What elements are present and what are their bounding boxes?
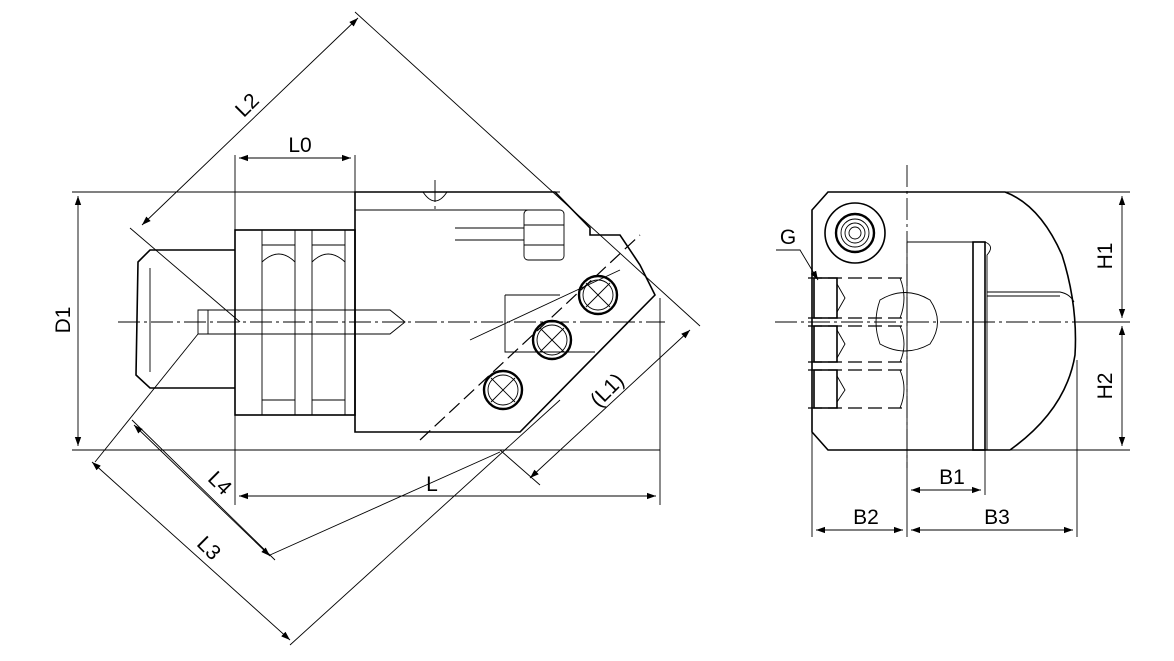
- dim-l4: [133, 424, 271, 557]
- front-view: L2 L0 D1 (L1) L4 L L3: [52, 11, 701, 646]
- label-d1: D1: [52, 307, 75, 334]
- screw-head: [531, 319, 573, 361]
- label-l2: L2: [231, 89, 264, 122]
- dim-l2: [141, 17, 359, 226]
- bore: [875, 292, 938, 352]
- shank-outline: [135, 249, 235, 389]
- label-g: G: [780, 226, 796, 249]
- set-screw: [808, 325, 907, 363]
- label-b2: B2: [853, 506, 879, 529]
- label-l3: L3: [192, 532, 225, 565]
- label-b1: B1: [939, 466, 965, 489]
- screw-head: [482, 369, 524, 411]
- leader-g: [776, 249, 819, 281]
- clamp-screw: [523, 209, 565, 261]
- clamp-plate: [972, 241, 986, 451]
- side-body-outline: [811, 191, 1077, 451]
- dim-l3: [91, 461, 291, 641]
- screw-head: [577, 274, 619, 316]
- label-l1: (L1): [586, 369, 629, 412]
- label-h2: H2: [1094, 373, 1117, 400]
- center-pin: [197, 309, 406, 335]
- side-view: G H1 H2 B1 B2 B3: [775, 165, 1130, 537]
- coolant-fitting: [824, 202, 886, 264]
- label-h1: H1: [1094, 243, 1117, 270]
- set-screw: [808, 277, 907, 319]
- label-b3: B3: [984, 506, 1010, 529]
- dim-l1: [529, 329, 691, 479]
- label-l0: L0: [288, 134, 311, 157]
- label-l: L: [426, 473, 438, 496]
- set-screw: [808, 369, 907, 409]
